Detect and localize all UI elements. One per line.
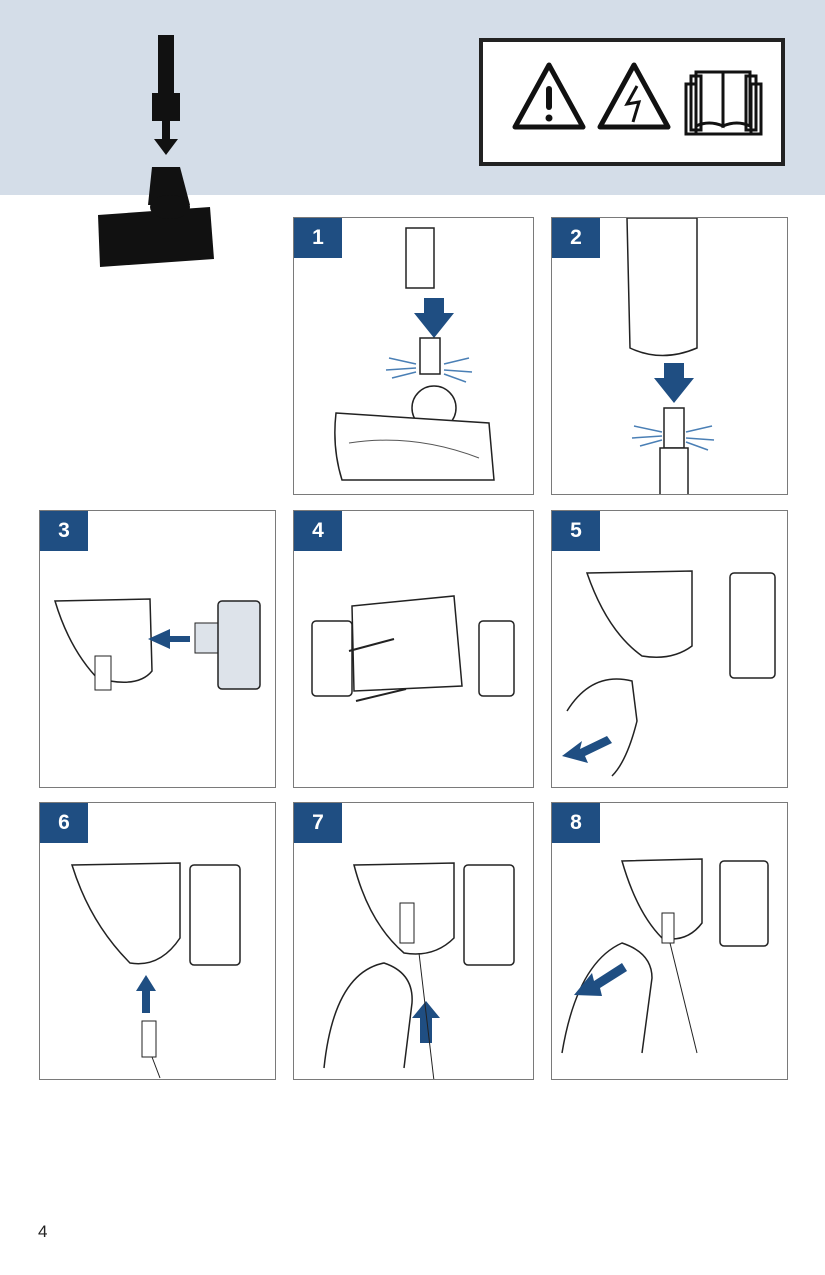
insert-cord-illustration <box>70 862 241 1079</box>
step-number: 5 <box>552 511 600 551</box>
vacuum-head-illustration <box>98 35 214 267</box>
electric-shock-icon <box>597 62 671 130</box>
step-4-panel: 4 <box>293 510 534 788</box>
secure-cord-illustration <box>561 858 769 1054</box>
step-number: 2 <box>552 218 600 258</box>
step-number: 1 <box>294 218 342 258</box>
safety-symbols-box <box>479 38 785 166</box>
read-manual-icon <box>684 70 763 136</box>
step-7-panel: 7 <box>293 802 534 1080</box>
step-number: 6 <box>40 803 88 843</box>
screw-mount-illustration <box>311 595 515 702</box>
step-6-panel: 6 <box>39 802 276 1080</box>
page-number: 4 <box>38 1222 48 1241</box>
push-cord-illustration <box>323 862 515 1079</box>
step-number: 3 <box>40 511 88 551</box>
step-number: 4 <box>294 511 342 551</box>
warning-triangle-icon <box>512 62 586 130</box>
step-1-panel: 1 <box>293 217 534 495</box>
step-2-panel: 2 <box>551 217 788 495</box>
attach-handle-illustration <box>626 218 715 494</box>
step-3-panel: 3 <box>39 510 276 788</box>
mount-bracket-illustration <box>53 598 261 691</box>
step-8-panel: 8 <box>551 802 788 1080</box>
remove-clip-illustration <box>562 570 776 777</box>
attach-floor-head-illustration <box>334 227 495 481</box>
step-5-panel: 5 <box>551 510 788 788</box>
step-number: 7 <box>294 803 342 843</box>
step-number: 8 <box>552 803 600 843</box>
